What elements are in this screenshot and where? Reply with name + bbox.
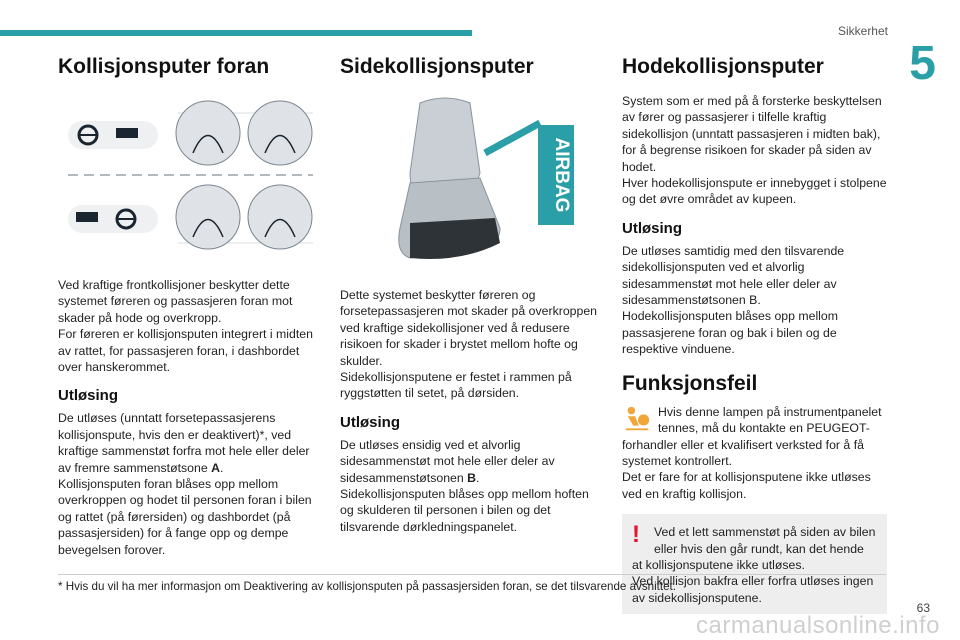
heading-side-airbags: Sidekollisjonsputer bbox=[340, 55, 534, 78]
side-airbag-text-2: Sidekollisjonsputene er festet i rammen … bbox=[340, 370, 572, 401]
front-airbag-text-1: Ved kraftige frontkollisjoner beskytter … bbox=[58, 278, 293, 325]
warning-text-2: Ved kollisjon bakfra eller forfra utløse… bbox=[632, 574, 874, 605]
seat-illustration: AIRBAG bbox=[340, 93, 605, 273]
heading-malfunction: Funksjonsfeil bbox=[622, 371, 758, 395]
chapter-number: 5 bbox=[909, 37, 936, 90]
curtain-deployment-text-2: Hodekollisjonsputen blåses opp mellom pa… bbox=[622, 309, 839, 357]
front-deployment-text-2: Kollisjonsputen foran blåses opp mellom … bbox=[58, 477, 312, 557]
malfunction-text-1: Hvis denne lampen på instrumentpanelet t… bbox=[622, 404, 882, 468]
page-number: 63 bbox=[916, 601, 930, 615]
heading-front-airbags: Kollisjonsputer foran bbox=[58, 55, 270, 78]
front-deployment-text-1: De utløses (unntatt forsetepassasjerens … bbox=[58, 411, 310, 475]
warning-box: ! Ved et lett sammenstøt på siden av bil… bbox=[622, 514, 887, 615]
curtain-deployment-text-1: De utløses samtidig med den tilsvarende … bbox=[622, 243, 845, 308]
column-side-airbags: Sidekollisjonsputer AIRBAG Dette systeme… bbox=[340, 55, 605, 535]
heading-curtain-airbags: Hodekollisjonsputer bbox=[622, 55, 824, 78]
front-airbag-illustration bbox=[58, 93, 313, 263]
top-accent-bar bbox=[0, 30, 472, 36]
side-deployment-text-2: Sidekollisjonsputen blåses opp mellom ho… bbox=[340, 487, 589, 534]
side-deployment-text-1: De utløses ensidig ved et alvorlig sides… bbox=[340, 437, 555, 485]
footnote-divider bbox=[58, 574, 886, 575]
malfunction-text-2: Det er fare for at kollisjonsputene ikke… bbox=[622, 470, 871, 501]
heading-deployment-front: Utløsing bbox=[58, 387, 118, 405]
curtain-airbag-text-2: Hver hodekollisjonspute er innebygget i … bbox=[622, 176, 887, 207]
footnote: * Hvis du vil ha mer informasjon om Deak… bbox=[58, 580, 676, 593]
heading-deployment-curtain: Utløsing bbox=[622, 219, 682, 237]
heading-deployment-side: Utløsing bbox=[340, 413, 400, 431]
watermark: carmanualsonline.info bbox=[696, 612, 940, 639]
malfunction-block: Hvis denne lampen på instrumentpanelet t… bbox=[622, 404, 887, 502]
exclamation-icon: ! bbox=[632, 521, 640, 549]
airbag-warning-lamp-icon bbox=[625, 406, 650, 430]
curtain-airbag-text-1: System som er med på å forsterke beskytt… bbox=[622, 94, 882, 174]
column-front-airbags: Kollisjonsputer foran bbox=[58, 55, 313, 558]
airbag-label: AIRBAG bbox=[551, 138, 572, 213]
side-airbag-text-1: Dette systemet beskytter føreren og fors… bbox=[340, 288, 598, 368]
warning-text-1: Ved et lett sammenstøt på siden av bilen… bbox=[632, 525, 876, 572]
section-label: Sikkerhet bbox=[837, 24, 888, 38]
column-curtain-airbags: Hodekollisjonsputer System som er med på… bbox=[622, 55, 887, 615]
front-airbag-text-2: For føreren er kollisjonsputen integrert… bbox=[58, 327, 313, 375]
